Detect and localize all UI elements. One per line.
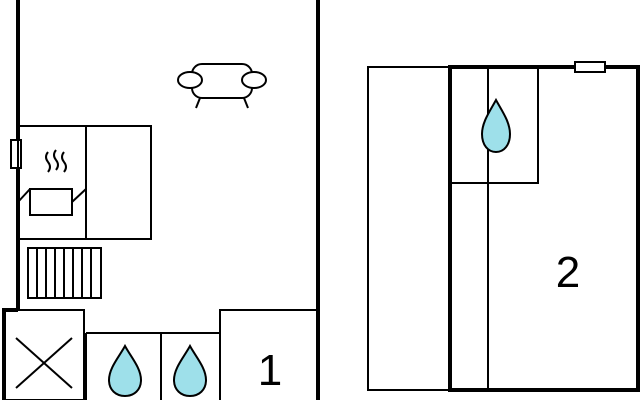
kitchen-counter bbox=[17, 125, 152, 240]
water-drop-icon bbox=[480, 97, 512, 154]
open-space-x-icon bbox=[15, 337, 73, 389]
window-icon bbox=[10, 139, 22, 169]
stairs-icon bbox=[27, 247, 102, 299]
floor-2-outline bbox=[448, 65, 640, 392]
annex-room bbox=[367, 66, 451, 391]
bathroom-2-wall bbox=[452, 69, 539, 184]
storage-room bbox=[3, 309, 85, 400]
floor-1-label: 1 bbox=[258, 346, 282, 395]
floor-1: 1 bbox=[2, 0, 320, 400]
water-drop-icon bbox=[172, 343, 208, 398]
water-drop-icon bbox=[107, 343, 143, 398]
floor-2: 2 bbox=[367, 61, 640, 392]
floor-2-label: 2 bbox=[556, 248, 580, 297]
window-icon bbox=[574, 61, 606, 73]
wall-left-lower bbox=[2, 308, 18, 400]
cooking-pot-icon bbox=[17, 149, 87, 216]
room-1-wall bbox=[219, 309, 318, 400]
sofa-icon bbox=[177, 63, 267, 109]
